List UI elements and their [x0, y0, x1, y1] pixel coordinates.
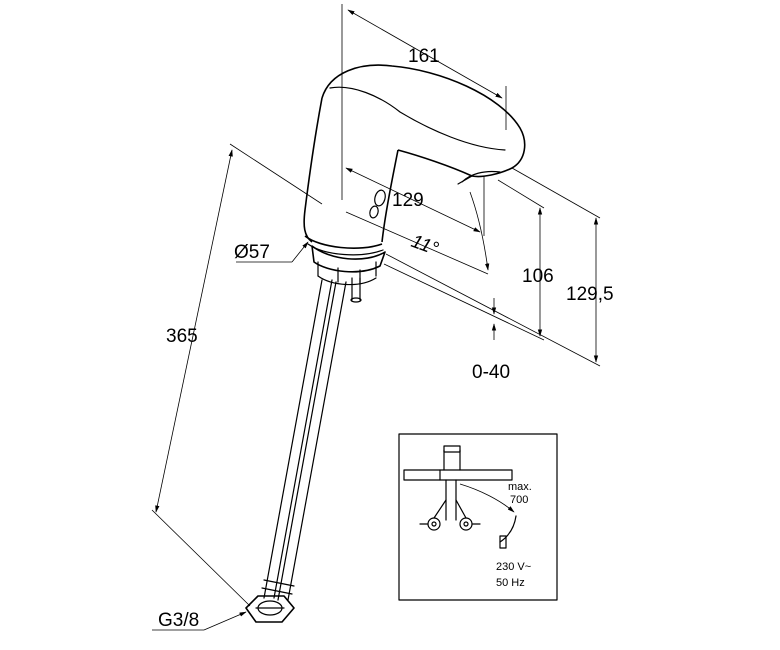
- dim-label-106: 106: [522, 266, 554, 287]
- dim-label-161: 161: [408, 46, 440, 67]
- dim-label-129: 129: [392, 190, 424, 211]
- faucet-body: [303, 64, 526, 256]
- dim-label-1295: 129,5: [566, 284, 614, 305]
- inset-max-label: max.: [508, 481, 532, 493]
- inset-frame: [398, 433, 558, 601]
- dim-365: 365: [151, 143, 323, 607]
- dim-label-diameter: Ø57: [234, 242, 270, 263]
- dim-label-0-40: 0-40: [472, 362, 510, 383]
- dim-label-angle: 11°: [408, 231, 441, 260]
- hoses: [261, 279, 347, 601]
- dim-connection: G3/8: [152, 610, 247, 631]
- inset-voltage: 230 V~: [496, 561, 531, 573]
- hose-nut: [245, 595, 295, 623]
- dim-0-40: 0-40: [472, 298, 510, 383]
- dim-label-365: 365: [166, 326, 198, 347]
- inset-max-value: 700: [510, 494, 528, 506]
- dim-heights: 106 129,5: [383, 167, 614, 367]
- inset-frequency: 50 Hz: [496, 577, 525, 589]
- dim-161: 161: [341, 4, 507, 200]
- dim-129: 129: [345, 167, 485, 236]
- mounting-base: [311, 245, 386, 303]
- dim-diameter: Ø57: [234, 241, 309, 263]
- dim-label-connection: G3/8: [158, 610, 199, 631]
- inset-diagram: max. 700 230 V~ 50 Hz: [398, 433, 558, 601]
